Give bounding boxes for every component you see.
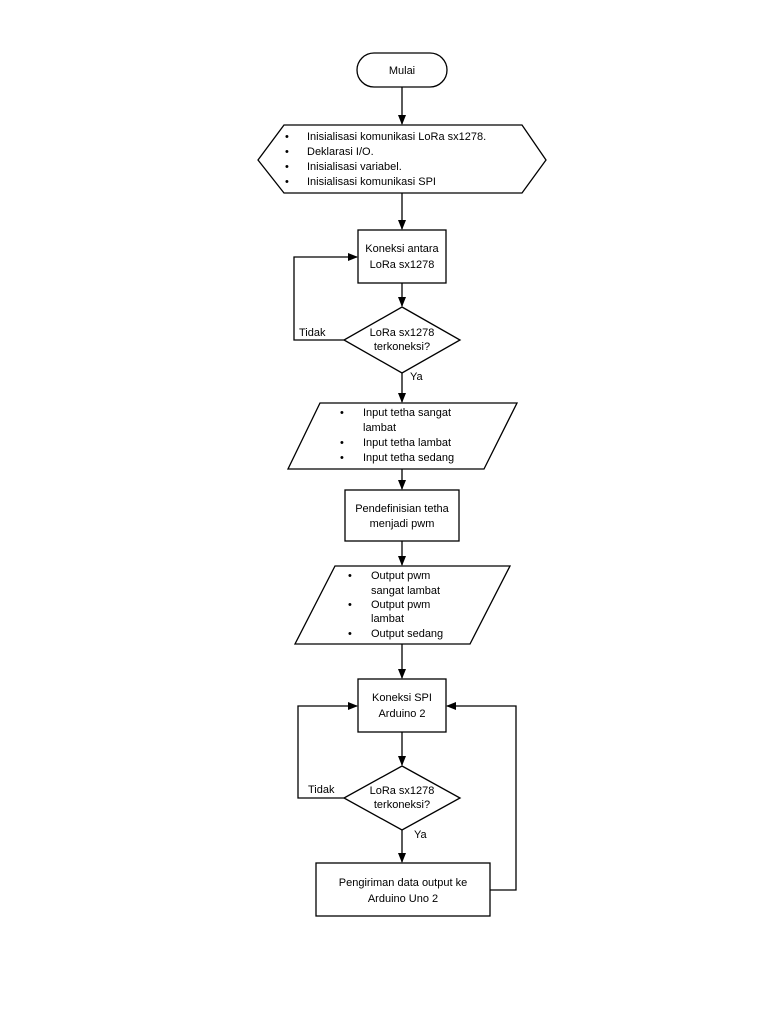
init-bullet-1: • [285,131,289,143]
connector-decision1-no-loop [293,253,358,341]
init-item-1: Inisialisasi komunikasi LoRa sx1278. [307,131,486,143]
decision-1: LoRa sx1278 terkoneksi? [342,306,462,374]
output-bullet-3: • [348,628,352,640]
process-spi-line2: Arduino 2 [378,708,425,720]
process-send-data: Pengiriman data output ke Arduino Uno 2 [315,862,491,917]
output-item-1: Output pwm [371,570,430,582]
input-data: • Input tetha sangat lambat • Input teth… [286,402,519,470]
start-label: Mulai [389,65,415,77]
output-item-1-cont: sangat lambat [371,585,440,597]
connector-decision2-no-loop [297,702,358,799]
input-item-2: Input tetha lambat [363,437,451,449]
init-bullet-4: • [285,176,289,188]
output-item-2: Output pwm [371,599,430,611]
process-lora-connection: Koneksi antara LoRa sx1278 [357,229,447,284]
process-send-line1: Pengiriman data output ke [339,877,467,889]
process-spi-connection: Koneksi SPI Arduino 2 [357,678,447,733]
init-item-3: Inisialisasi variabel. [307,161,402,173]
init-item-4: Inisialisasi komunikasi SPI [307,176,436,188]
input-bullet-3: • [340,452,344,464]
process-lora-line2: LoRa sx1278 [370,259,435,271]
decision1-line2: terkoneksi? [374,341,430,353]
decision2-line1: LoRa sx1278 [370,785,435,797]
decision1-yes-label: Ya [410,371,424,383]
input-bullet-1: • [340,407,344,419]
init-preparation: • Inisialisasi komunikasi LoRa sx1278. •… [257,124,547,194]
process-pwm-line1: Pendefinisian tetha [355,503,449,515]
process-pwm-definition: Pendefinisian tetha menjadi pwm [344,489,460,542]
decision1-line1: LoRa sx1278 [370,327,435,339]
init-bullet-3: • [285,161,289,173]
output-item-3: Output sedang [371,628,443,640]
decision2-yes-label: Ya [414,829,428,841]
decision1-no-label: Tidak [299,327,326,339]
process-send-line2: Arduino Uno 2 [368,893,438,905]
output-bullet-2: • [348,599,352,611]
start-terminator: Mulai [356,52,448,88]
input-bullet-2: • [340,437,344,449]
decision2-line2: terkoneksi? [374,799,430,811]
decision-2: LoRa sx1278 terkoneksi? [342,765,462,831]
process-lora-line1: Koneksi antara [365,243,439,255]
input-item-3: Input tetha sedang [363,452,454,464]
connector-send-loop-back [446,702,517,891]
init-item-2: Deklarasi I/O. [307,146,374,158]
output-bullet-1: • [348,570,352,582]
decision2-no-label: Tidak [308,784,335,796]
output-data: • Output pwm sangat lambat • Output pwm … [293,565,512,645]
input-item-1: Input tetha sangat [363,407,451,419]
process-spi-line1: Koneksi SPI [372,692,432,704]
init-bullet-2: • [285,146,289,158]
input-item-1-cont: lambat [363,422,396,434]
process-pwm-line2: menjadi pwm [370,518,435,530]
output-item-2-cont: lambat [371,613,404,625]
